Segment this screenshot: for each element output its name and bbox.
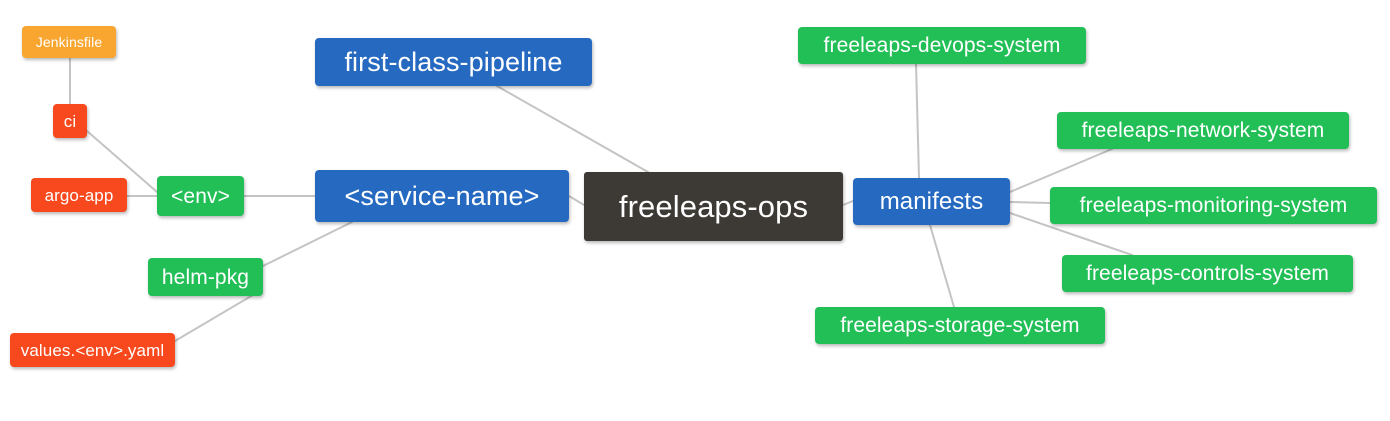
node-freeleaps-ops[interactable]: freeleaps-ops: [584, 172, 843, 241]
node-label: freeleaps-monitoring-system: [1079, 194, 1348, 217]
node-label: freeleaps-network-system: [1081, 119, 1325, 142]
node-label: values.<env>.yaml: [20, 340, 165, 360]
edge-values-yaml-to-helm-pkg: [174, 291, 259, 342]
node-label: manifests: [879, 187, 984, 215]
node-first-class-pipeline[interactable]: first-class-pipeline: [315, 38, 592, 86]
node-label: freeleaps-storage-system: [840, 314, 1080, 337]
node-label: argo-app: [44, 185, 114, 205]
node-label: ci: [63, 111, 77, 131]
node-env[interactable]: <env>: [157, 176, 244, 216]
node-argo-app[interactable]: argo-app: [31, 178, 127, 212]
edge-service-name-to-freeleaps-ops: [568, 195, 585, 206]
edge-freeleaps-ops-to-manifests: [842, 200, 854, 206]
node-freeleaps-devops-system[interactable]: freeleaps-devops-system: [798, 27, 1086, 64]
edge-manifests-to-freeleaps-network-system: [1009, 148, 1113, 193]
node-freeleaps-storage-system[interactable]: freeleaps-storage-system: [815, 307, 1105, 344]
node-freeleaps-network-system[interactable]: freeleaps-network-system: [1057, 112, 1349, 149]
node-label: first-class-pipeline: [344, 46, 563, 77]
edge-manifests-to-freeleaps-monitoring-system: [1009, 201, 1051, 204]
node-manifests[interactable]: manifests: [853, 178, 1010, 225]
node-label: <service-name>: [344, 180, 540, 211]
node-label: helm-pkg: [161, 265, 250, 289]
node-label: freeleaps-devops-system: [823, 34, 1061, 57]
node-service-name[interactable]: <service-name>: [315, 170, 569, 222]
node-ci[interactable]: ci: [53, 104, 87, 138]
node-label: Jenkinsfile: [35, 34, 103, 50]
node-label: <env>: [171, 184, 230, 208]
edge-first-class-pipeline-to-freeleaps-ops: [496, 85, 649, 173]
edge-helm-pkg-to-service-name: [262, 221, 353, 267]
node-freeleaps-controls-system[interactable]: freeleaps-controls-system: [1062, 255, 1353, 292]
edge-manifests-to-freeleaps-storage-system: [929, 224, 955, 308]
node-jenkinsfile[interactable]: Jenkinsfile: [22, 26, 116, 58]
node-label: freeleaps-ops: [618, 189, 809, 224]
node-freeleaps-monitoring-system[interactable]: freeleaps-monitoring-system: [1050, 187, 1377, 224]
node-helm-pkg[interactable]: helm-pkg: [148, 258, 263, 296]
edge-manifests-to-freeleaps-devops-system: [915, 63, 920, 179]
node-values-yaml[interactable]: values.<env>.yaml: [10, 333, 175, 367]
node-label: freeleaps-controls-system: [1086, 262, 1329, 285]
